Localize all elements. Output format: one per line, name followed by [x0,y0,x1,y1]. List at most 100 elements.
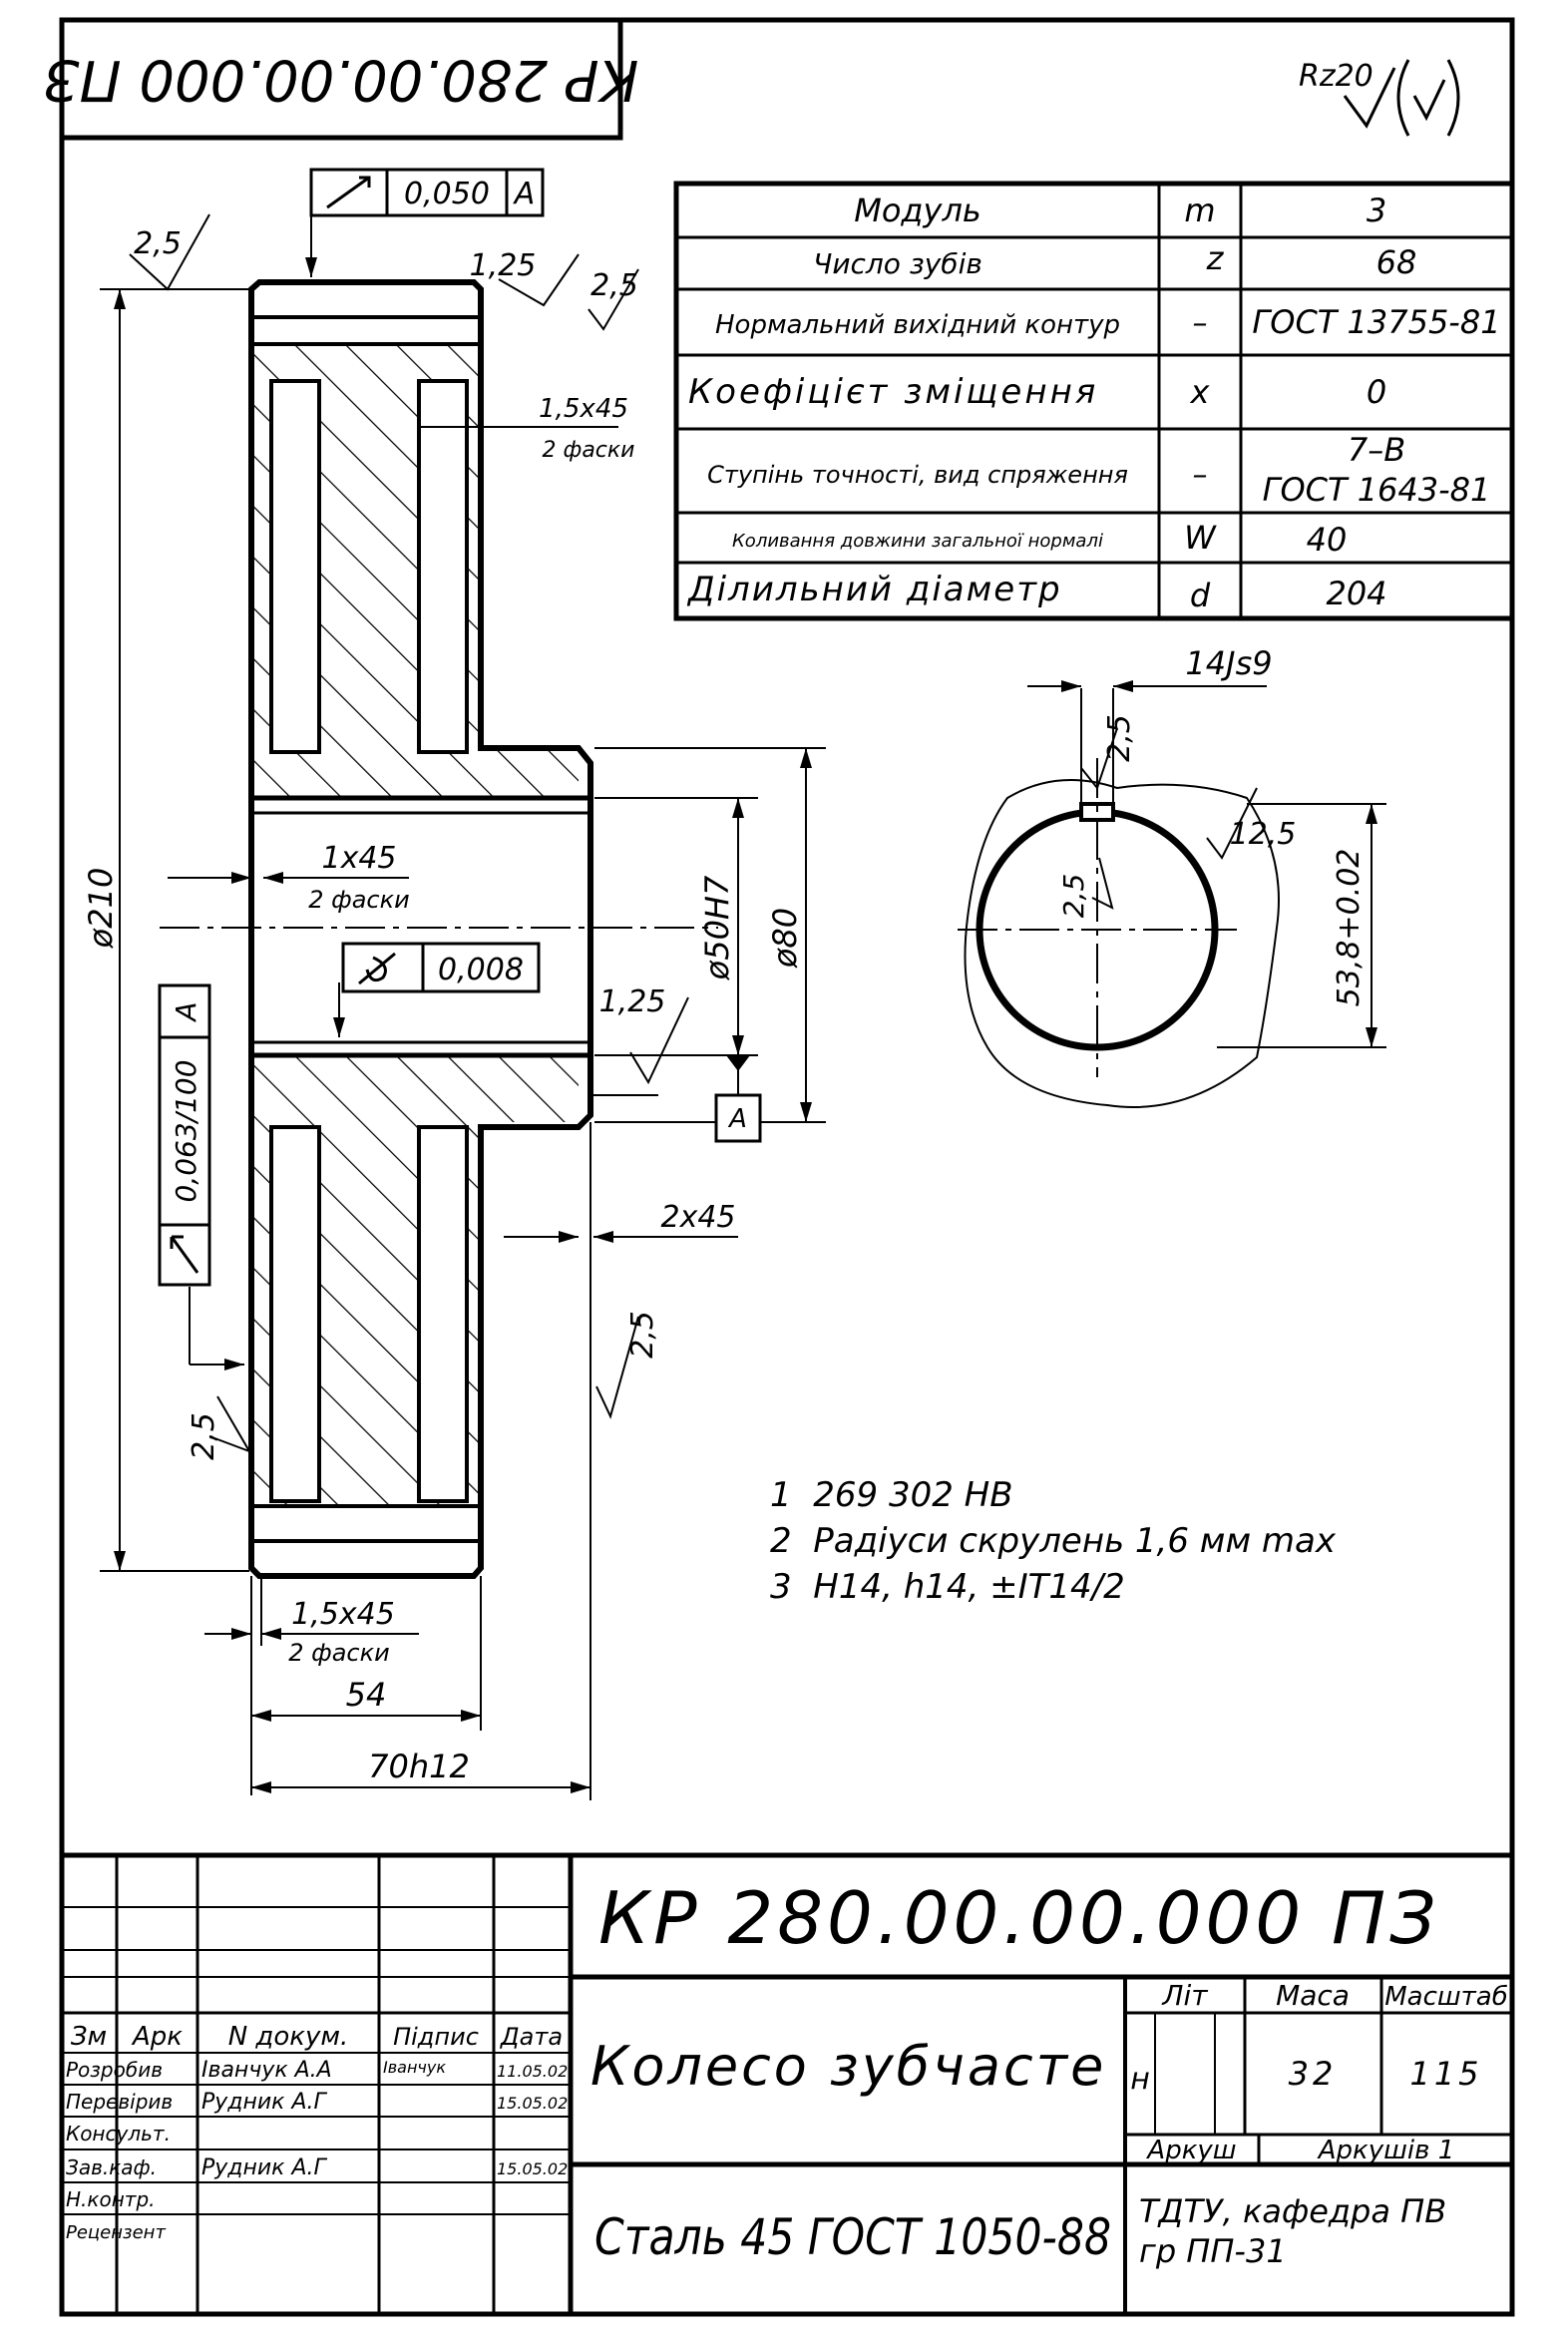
param-sym: – [1193,306,1208,341]
stamp-code-box: КР 280.00.00.000 ПЗ [44,17,639,141]
dim-chamfer-top: 1,5x45 [539,394,628,424]
roughness-top-mid: 1,25 [470,248,537,283]
title-scale-value: 115 [1409,2055,1482,2093]
roughness-general: Rz20 [1299,59,1460,137]
dim-d50: ø50H7 [698,875,736,980]
gear-section-view [160,279,718,1579]
title-mass-value: 32 [1289,2055,1338,2093]
role: Консульт. [66,2122,171,2146]
col-header: Підпис [393,2023,479,2051]
gear-dimensions [100,207,826,1800]
role: Розробив [66,2058,163,2082]
param-val: 0 [1367,373,1386,411]
date: 15.05.02 [497,2094,568,2113]
col-header: N докум. [228,2022,349,2052]
note-3: 3 H14, h14, ±IT14/2 [770,1567,1125,1607]
role: Н.контр. [66,2187,156,2211]
tol-frame-top: 0,050 A [309,168,545,217]
param-name: Ступінь точності, вид спряження [707,461,1128,489]
title-sheets: Аркушів 1 [1317,2136,1455,2165]
param-sym: x [1190,373,1211,411]
keyway-view: 14Js9 53,8+0.02 2,5 12,5 2,5 [958,644,1386,1108]
col-header: Зм [71,2022,107,2052]
dim-d80: ø80 [766,908,804,969]
title-org: ТДТУ, кафедра ПВ [1139,2192,1446,2230]
date: 15.05.02 [497,2159,568,2178]
dim-d210: ø210 [82,868,120,950]
roughness-bottom-left: 2,5 [187,1412,221,1460]
dim-chamfer-bottom-note: 2 фаски [288,1639,389,1667]
title-sheet: Аркуш [1145,2136,1236,2165]
person: Рудник А.Г [201,2090,328,2115]
dim-key-height: 53,8+0.02 [1332,849,1367,1007]
roughness-general-value: Rz20 [1299,59,1373,94]
param-name: Коефіцієт зміщення [688,372,1098,412]
datum-label: A [727,1104,747,1134]
param-val: 40 [1307,521,1348,559]
hatch-top [251,344,579,798]
param-val: 3 [1367,192,1386,229]
date: 11.05.02 [497,2062,568,2081]
note-1: 1 269 302 HB [770,1475,1013,1515]
tol-side-value: 0,063/100 [170,1059,202,1202]
title-col-headers: Зм Арк N докум. Підпис Дата [71,2022,563,2052]
dim-chamfer-top-note: 2 фаски [543,438,635,463]
title-mass-header: Маса [1276,1979,1350,2012]
param-name: Число зубів [813,247,982,280]
key-roughness-2: 12,5 [1230,817,1297,852]
tech-notes: 1 269 302 HB 2 Радіуси скрулень 1,6 мм m… [770,1475,1337,1607]
dim-key-width: 14Js9 [1185,644,1272,682]
title-lit-header: Літ [1161,1979,1208,2012]
stamp-code: КР 280.00.00.000 ПЗ [44,47,639,112]
tol-frame-side: A 0,063/100 [158,983,211,1287]
title-material: Сталь 45 ГОСТ 1050-88 [594,2208,1111,2266]
key-roughness-3: 2,5 [1057,874,1090,919]
hatch-bottom [251,1055,579,1506]
person: Іванчук А.А [201,2058,332,2083]
role: Перевірив [66,2090,173,2114]
gear-params-table: Модуль m 3 Число зубів z 68 Нормальний в… [673,181,1515,621]
dim-54: 54 [346,1676,387,1714]
role: Зав.каф. [66,2155,157,2179]
param-val2: ГОСТ 1643-81 [1263,471,1491,509]
datum-box: A [714,1055,762,1143]
param-name: Нормальний вихідний контур [715,310,1120,340]
dim-chamfer-bottom: 1,5x45 [291,1597,395,1632]
param-val: 68 [1376,243,1417,281]
param-name: Ділильний діаметр [686,570,1062,609]
sheet-frame [59,17,1515,2317]
tol-top-ref: A [513,177,536,211]
dim-70h12: 70h12 [368,1748,470,1785]
col-header: Дата [500,2023,563,2051]
param-sym: m [1184,192,1215,229]
param-sym: – [1193,458,1208,493]
key-roughness-1: 2,5 [1102,714,1137,762]
param-name: Коливання довжини загальної нормалі [732,531,1103,552]
title-scale-header: Масштаб [1384,1982,1508,2012]
title-block [62,1852,1512,2314]
param-name: Модуль [854,192,981,229]
tol-frame-cyl: 0,008 [341,942,541,993]
param-sym: W [1184,519,1217,557]
title-group: гр ПП-31 [1139,2232,1287,2270]
sign: Іванчук [383,2058,446,2077]
param-val: ГОСТ 13755-81 [1252,303,1500,341]
title-code: КР 280.00.00.000 ПЗ [598,1876,1439,1960]
param-val: 7–В [1348,431,1405,469]
tol-cyl-value: 0,008 [438,953,524,987]
roughness-top-right: 2,5 [590,268,638,303]
title-signatures: Розробив Іванчук А.А Іванчук 11.05.02 Пе… [66,2058,568,2243]
role: Рецензент [66,2222,166,2243]
person: Рудник А.Г [201,2155,328,2180]
tol-side-ref: A [170,1001,202,1022]
col-header: Арк [131,2022,183,2052]
roughness-top-left: 2,5 [134,226,182,261]
dim-chamfer-1x45: 1x45 [321,841,396,876]
param-val: 204 [1326,575,1386,612]
dim-chamfer-2x45: 2x45 [660,1200,735,1235]
title-lit-value: н [1130,2062,1150,2097]
dim-chamfer-1x45-note: 2 фаски [308,886,409,914]
param-sym: z [1206,239,1225,277]
roughness-bore: 1,25 [599,984,666,1019]
